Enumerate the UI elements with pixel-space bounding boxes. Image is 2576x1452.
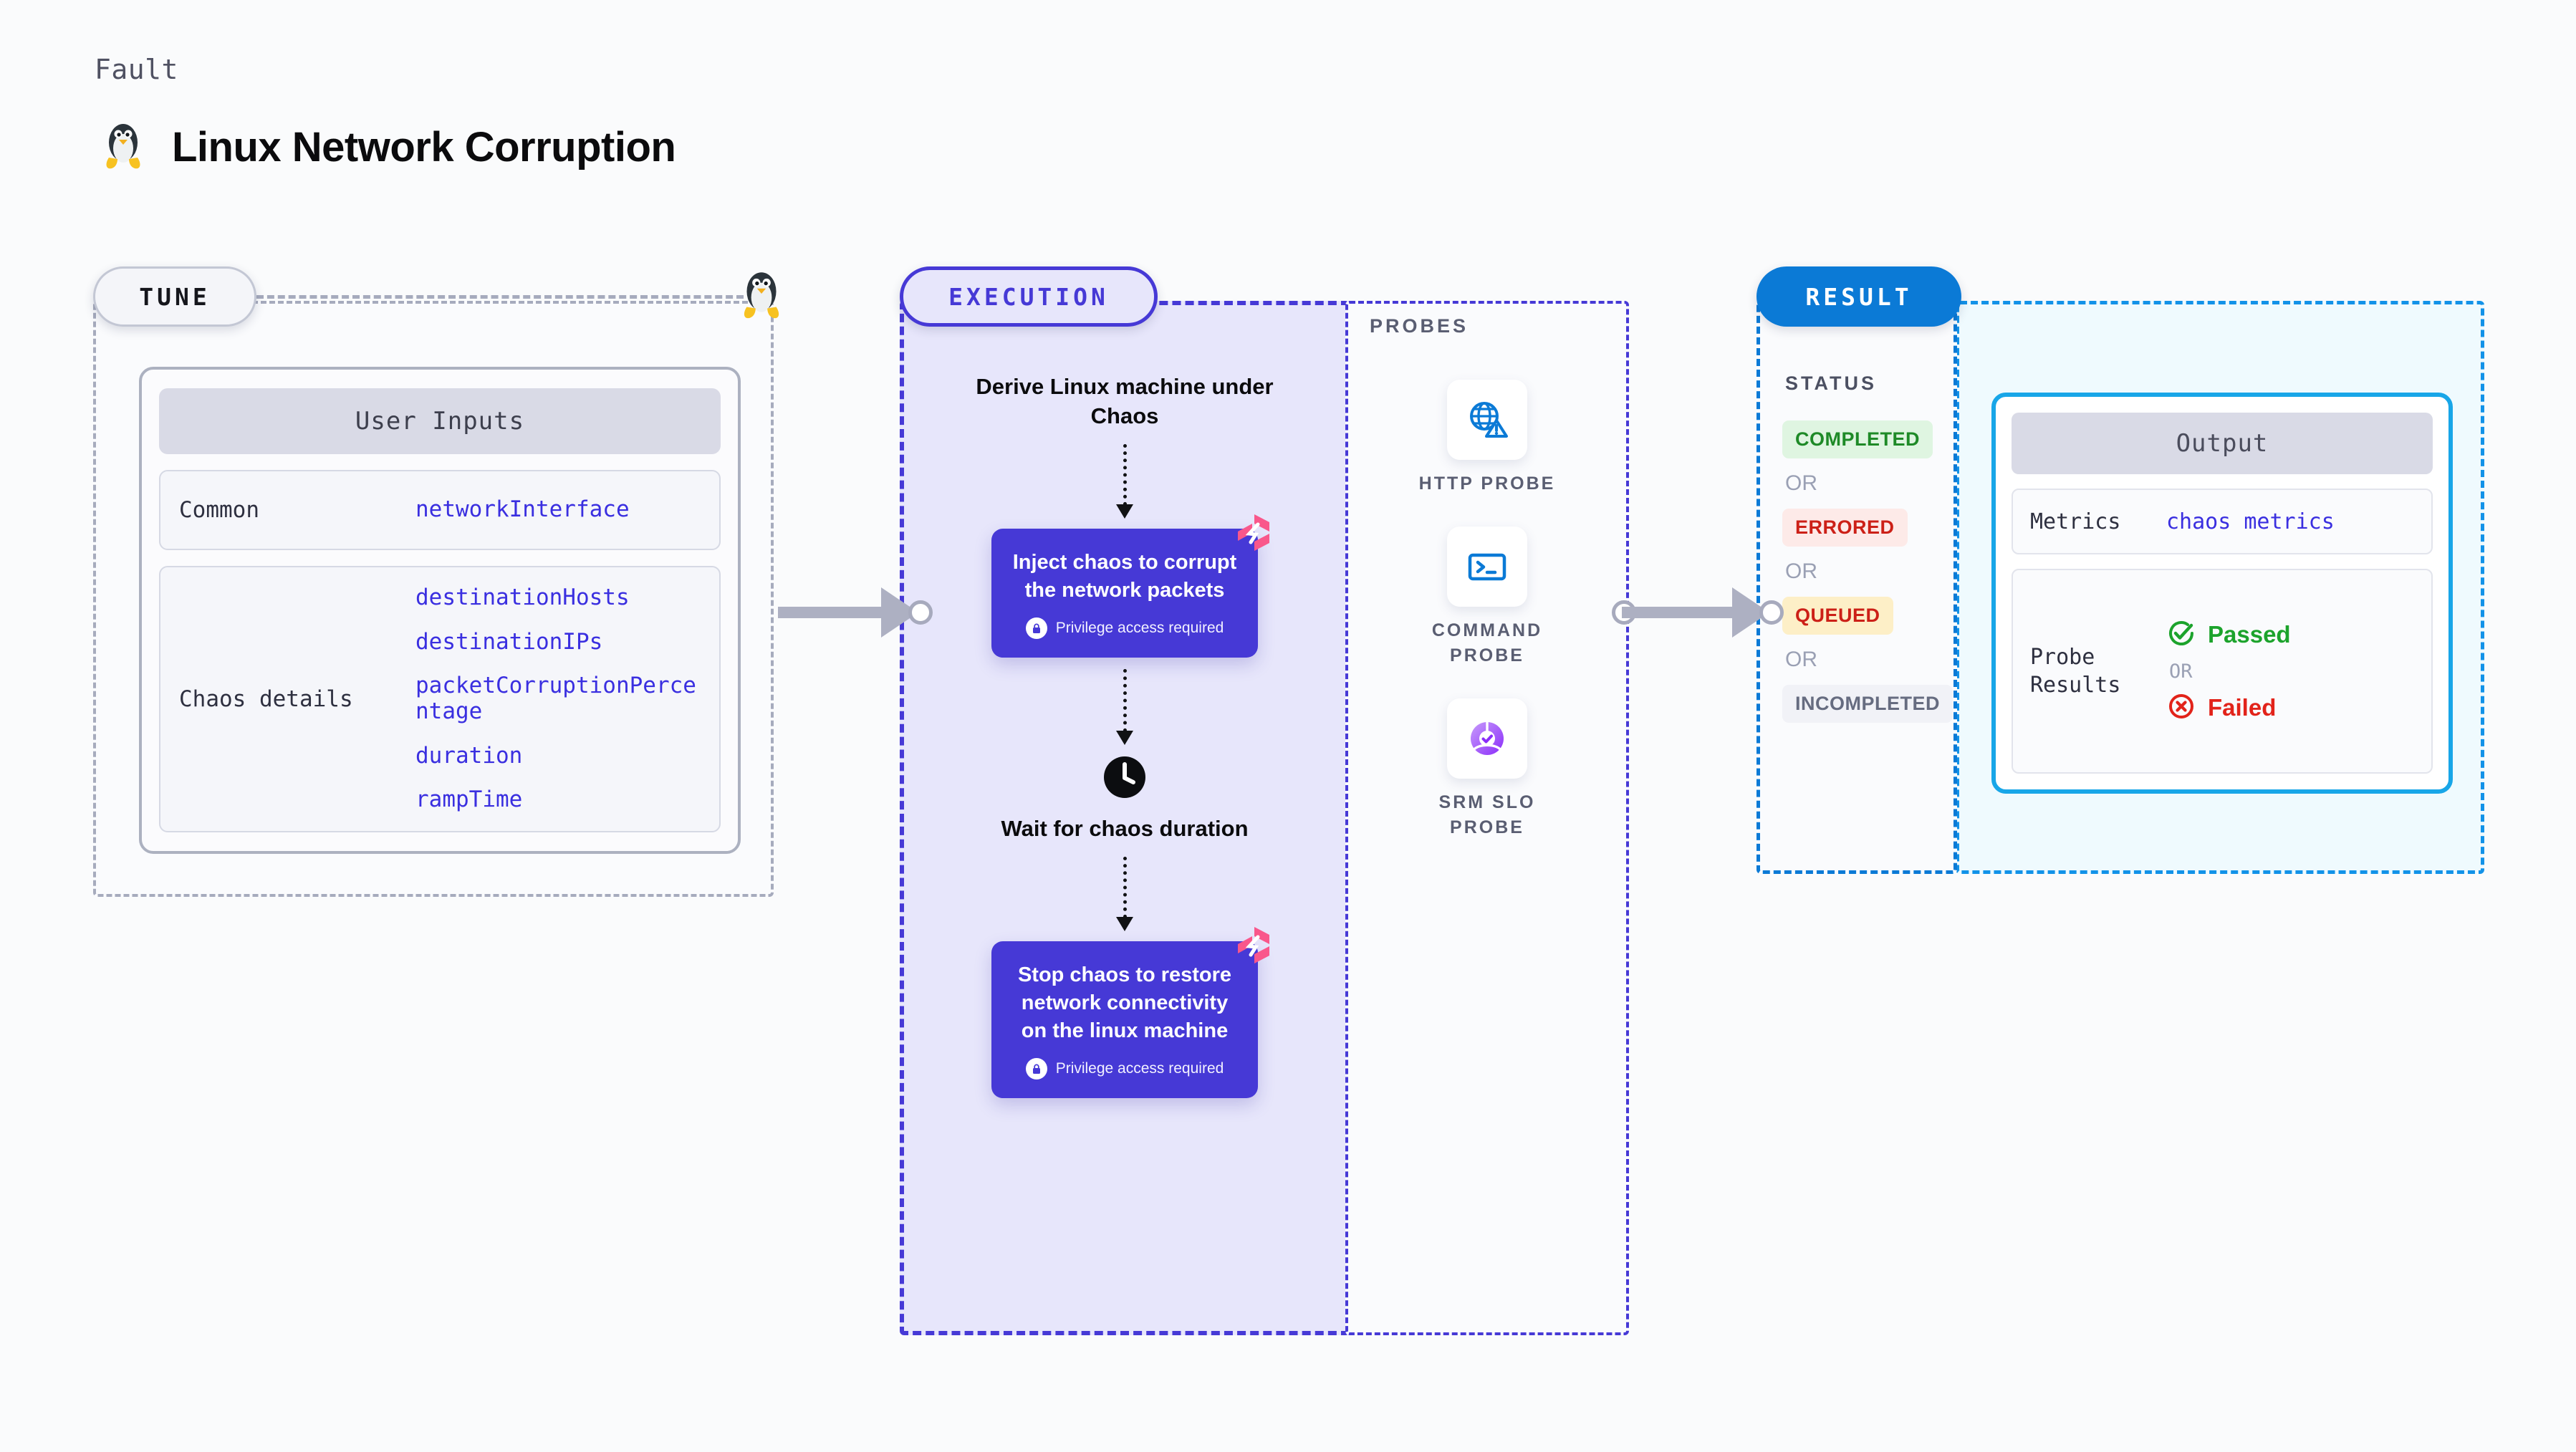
probe-label: COMMAND PROBE — [1431, 620, 1543, 665]
flow-step-label: Inject chaos to corrupt the network pack… — [1012, 550, 1237, 602]
status-badge-completed: COMPLETED — [1782, 420, 1933, 458]
input-row-chaos-details: Chaos details destinationHosts destinati… — [159, 566, 721, 832]
status-or-label: OR — [1785, 648, 1817, 671]
output-row-probe-results: Probe Results Passed OR — [2012, 569, 2433, 774]
srm-slo-check-icon — [1447, 698, 1527, 779]
terminal-icon — [1447, 527, 1527, 607]
chaos-harness-icon — [1232, 923, 1277, 971]
probe-result-passed-label: Passed — [2208, 621, 2291, 648]
tune-connector-line — [256, 295, 744, 299]
privilege-note: Privilege access required — [1010, 1058, 1239, 1080]
output-metrics-value: chaos metrics — [2166, 509, 2335, 534]
input-row-common: Common networkInterface — [159, 470, 721, 550]
output-row-label: Probe Results — [2030, 645, 2121, 698]
stage-pill-execution[interactable]: EXECUTION — [900, 266, 1158, 327]
probes-section-label: PROBES — [1370, 315, 1469, 337]
output-card: Output Metrics chaos metrics Probe Resul… — [1991, 393, 2453, 794]
status-or-label: OR — [1785, 471, 1817, 495]
linux-penguin-icon — [100, 118, 146, 176]
flow-step-stop-chaos[interactable]: Stop chaos to restore network connectivi… — [991, 927, 1269, 1099]
linux-target-icon — [738, 266, 785, 326]
status-or-label: OR — [1785, 559, 1817, 583]
output-row-metrics: Metrics chaos metrics — [2012, 489, 2433, 554]
execution-flow: Derive Linux machine under Chaos Inject … — [900, 372, 1350, 1099]
input-value: packetCorruptionPercentage — [415, 673, 696, 724]
input-row-values: networkInterface — [415, 497, 630, 523]
fault-kicker: Fault — [95, 54, 178, 85]
input-value: duration — [415, 742, 523, 769]
clock-icon — [1102, 755, 1147, 803]
probe-label: SRM SLO PROBE — [1438, 792, 1536, 837]
input-row-values: destinationHosts destinationIPs packetCo… — [415, 585, 701, 813]
input-row-label: Chaos details — [179, 686, 353, 712]
stage-pill-result[interactable]: RESULT — [1756, 266, 1961, 327]
status-badge-incompleted: INCOMPLETED — [1782, 685, 1953, 723]
connector-arrow-tune-to-execution — [768, 587, 940, 638]
probe-result-failed: Failed — [2166, 691, 2291, 725]
privilege-note-text: Privilege access required — [1055, 1060, 1224, 1077]
lock-icon — [1025, 1058, 1047, 1080]
result-status-panel — [1756, 301, 1957, 874]
status-list: COMPLETED OR ERRORED OR QUEUED OR INCOMP… — [1782, 414, 1953, 729]
page-title-text: Linux Network Corruption — [172, 124, 676, 170]
status-section-label: STATUS — [1785, 372, 1877, 394]
flow-arrow — [1116, 857, 1133, 931]
flow-step-label: Stop chaos to restore network connectivi… — [1017, 963, 1232, 1043]
input-value: networkInterface — [415, 496, 630, 523]
privilege-note: Privilege access required — [1010, 617, 1239, 640]
input-row-label: Common — [179, 496, 259, 523]
probe-item-http[interactable]: HTTP PROBE — [1419, 380, 1556, 496]
flow-arrow — [1116, 669, 1133, 746]
privilege-note-text: Privilege access required — [1055, 620, 1224, 637]
chaos-harness-icon — [1232, 510, 1277, 558]
globe-warning-icon — [1446, 380, 1527, 460]
status-badge-errored: ERRORED — [1782, 509, 1908, 547]
input-value: rampTime — [415, 787, 523, 813]
user-inputs-title: User Inputs — [159, 388, 721, 454]
probe-result-or-label: OR — [2169, 660, 2193, 683]
probe-result-failed-label: Failed — [2208, 694, 2277, 721]
stage-pill-tune[interactable]: TUNE — [93, 266, 256, 327]
lock-icon — [1025, 617, 1047, 640]
user-inputs-card: User Inputs Common networkInterface Chao… — [139, 367, 741, 854]
input-value: destinationIPs — [415, 628, 603, 655]
output-card-title: Output — [2012, 413, 2433, 474]
input-value: destinationHosts — [415, 585, 630, 611]
page-title: Linux Network Corruption — [100, 118, 676, 176]
flow-step-inject-chaos[interactable]: Inject chaos to corrupt the network pack… — [991, 514, 1269, 658]
check-circle-icon — [2166, 618, 2196, 652]
status-badge-queued: QUEUED — [1782, 597, 1893, 635]
probe-item-srm-slo[interactable]: SRM SLO PROBE — [1401, 698, 1573, 840]
probe-item-command[interactable]: COMMAND PROBE — [1401, 527, 1573, 668]
output-row-label: Metrics — [2030, 509, 2121, 534]
probes-list: HTTP PROBE COMMAND PROBE — [1345, 380, 1629, 840]
probe-result-options: Passed OR Failed — [2166, 618, 2291, 725]
connector-arrow-execution-to-result — [1612, 587, 1791, 638]
flow-arrow — [1116, 443, 1133, 519]
flow-step-derive-title: Derive Linux machine under Chaos — [976, 374, 1274, 428]
probe-label: HTTP PROBE — [1418, 473, 1556, 494]
probe-result-passed: Passed — [2166, 618, 2291, 652]
probes-panel — [1345, 301, 1629, 1335]
x-circle-icon — [2166, 691, 2196, 725]
flow-step-wait-title: Wait for chaos duration — [1001, 816, 1249, 842]
